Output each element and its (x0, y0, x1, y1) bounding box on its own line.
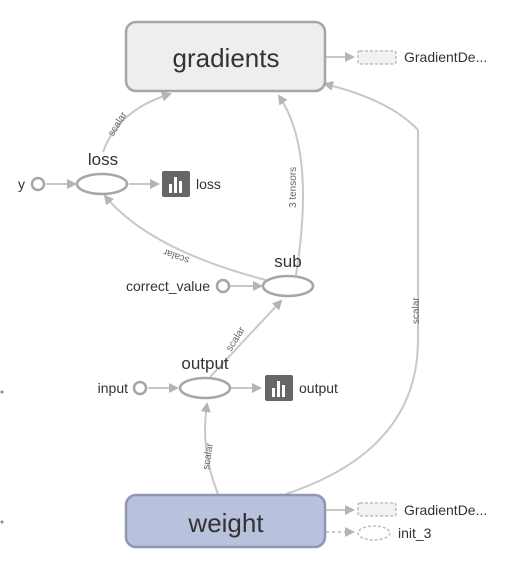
edge-label-weight-to-gradients: scalar (411, 297, 422, 324)
edge-loss-to-gradients (102, 91, 172, 153)
node-output-summary[interactable]: output (265, 375, 338, 401)
node-sub[interactable]: sub (261, 252, 315, 298)
node-gradient-desc-top-label: GradientDe... (404, 49, 487, 65)
edge-sub-to-loss (103, 194, 267, 281)
left-edge-marker (0, 520, 4, 524)
node-loss[interactable]: loss (75, 150, 129, 196)
node-init-3-label: init_3 (398, 525, 432, 541)
edge-output-to-sub (209, 299, 283, 378)
node-correct-value-label: correct_value (126, 278, 210, 294)
edge-sub-to-gradients (277, 94, 305, 276)
node-input[interactable]: input (98, 380, 148, 396)
edge-label-loss-to-gradients: scalar (106, 110, 130, 139)
edge-label-weight-to-output: scalar (201, 442, 216, 471)
node-correct-value[interactable]: correct_value (126, 278, 231, 294)
node-loss-summary[interactable]: loss (162, 171, 221, 197)
node-init-3[interactable]: init_3 (357, 525, 432, 541)
left-edge-marker (0, 390, 4, 394)
node-weight-label: weight (187, 508, 264, 538)
node-gradient-desc-bottom-label: GradientDe... (404, 502, 487, 518)
node-output-summary-label: output (299, 380, 338, 396)
edge-label-sub-to-gradients: 3 tensors (288, 167, 299, 208)
node-loss-label: loss (88, 150, 118, 169)
node-input-label: input (98, 380, 128, 396)
node-weight[interactable]: weight (124, 493, 327, 549)
node-gradient-desc-top[interactable]: GradientDe... (357, 49, 487, 65)
node-sub-label: sub (274, 252, 301, 271)
node-output-label: output (181, 354, 229, 373)
node-y-label: y (18, 176, 25, 192)
node-gradient-desc-bottom[interactable]: GradientDe... (357, 502, 487, 518)
edge-weight-to-output (200, 402, 219, 495)
node-output[interactable]: output (178, 354, 232, 400)
edge-weight-to-gradients (285, 81, 419, 495)
node-y[interactable]: y (18, 176, 46, 192)
node-gradients-label: gradients (173, 43, 280, 73)
node-loss-summary-label: loss (196, 176, 221, 192)
node-gradients[interactable]: gradients (124, 20, 327, 93)
